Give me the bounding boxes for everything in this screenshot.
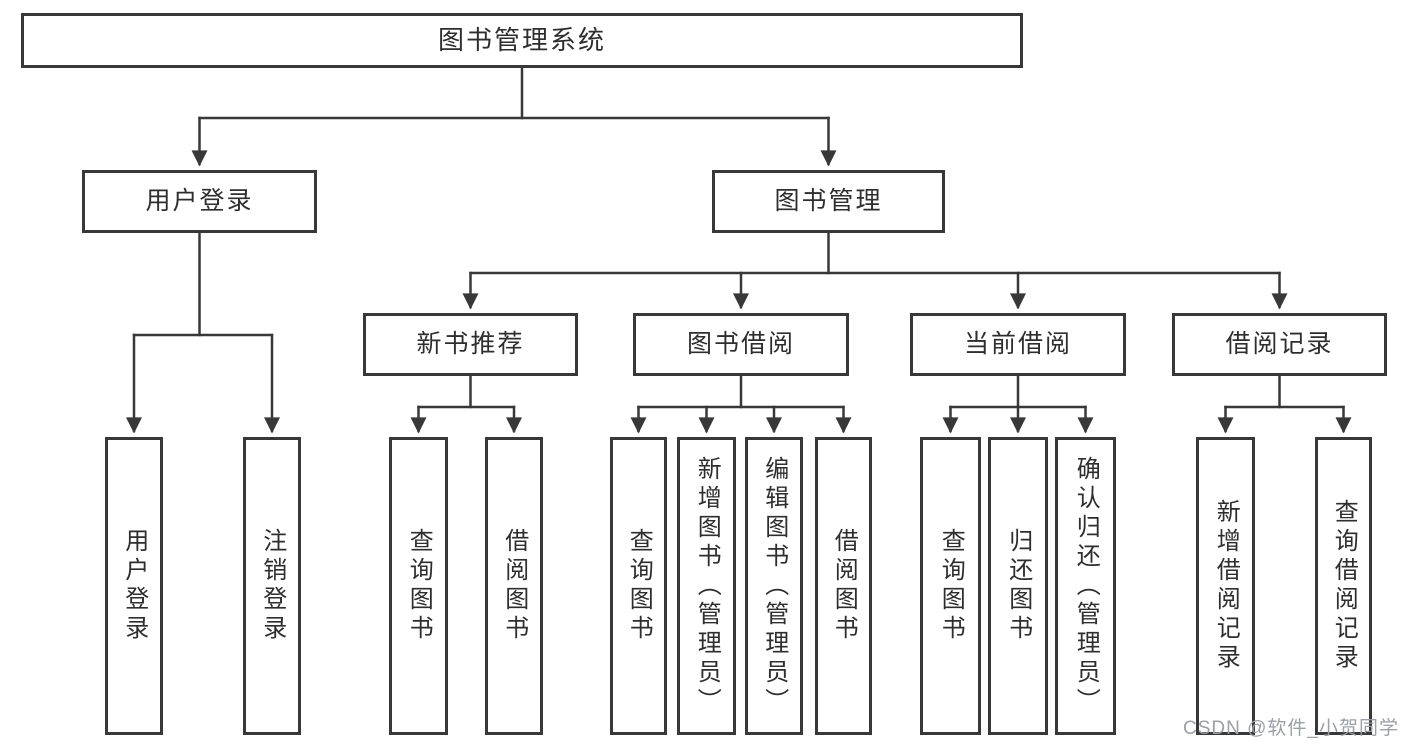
node-record-add-borrow-record: 新增借阅记录	[1196, 437, 1255, 735]
node-login-logout: 注销登录	[243, 437, 301, 735]
node-record-query-borrow-record: 查询借阅记录	[1315, 437, 1372, 735]
node-borrow-borrow-book: 借阅图书	[815, 437, 872, 735]
node-current-borrow: 当前借阅	[910, 313, 1126, 376]
connector-borrow-children	[630, 374, 852, 434]
node-recommend-query-book: 查询图书	[389, 437, 448, 735]
node-user-login: 用户登录	[82, 170, 317, 233]
connector-record-children	[1217, 374, 1352, 434]
node-current-query-book: 查询图书	[920, 437, 981, 735]
node-current-return-book: 归还图书	[988, 437, 1048, 735]
node-borrow-edit-book-admin: 编辑图书（管理员）	[745, 437, 803, 735]
node-recommend-borrow-book: 借阅图书	[485, 437, 543, 735]
node-book-management: 图书管理	[712, 170, 945, 233]
node-borrow-record: 借阅记录	[1172, 313, 1387, 376]
node-current-confirm-return-admin: 确认归还（管理员）	[1055, 437, 1116, 735]
node-borrow-query-book: 查询图书	[610, 437, 667, 735]
connector-root-to-level2	[191, 66, 837, 167]
node-library-system: 图书管理系统	[21, 13, 1023, 68]
connector-current-borrow-children	[942, 374, 1094, 434]
connector-recommend-children	[410, 374, 523, 434]
node-book-borrow: 图书借阅	[633, 313, 849, 376]
node-borrow-add-book-admin: 新增图书（管理员）	[677, 437, 736, 735]
node-new-book-recommend: 新书推荐	[363, 313, 578, 376]
watermark: CSDN @软件_小贺同学	[1183, 718, 1399, 739]
node-login-user-login: 用户登录	[105, 437, 163, 735]
connector-user-login-children	[125, 231, 281, 434]
connector-book-mgmt-children	[462, 231, 1288, 310]
